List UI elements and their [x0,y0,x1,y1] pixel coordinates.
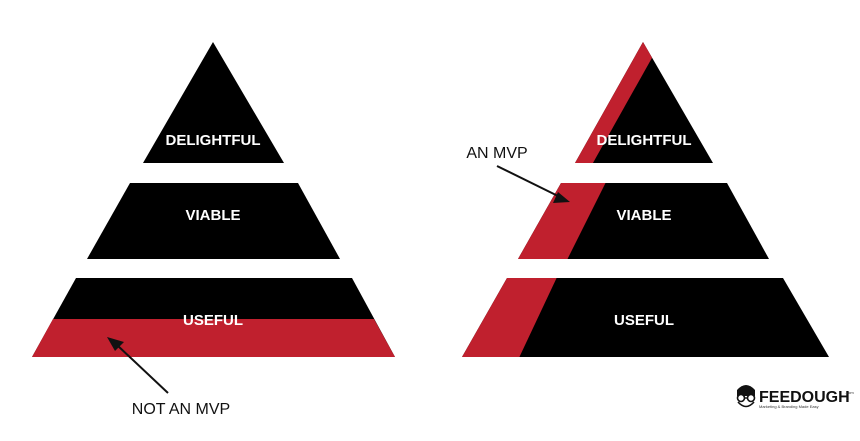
right-callout-label: AN MVP [466,145,527,162]
left-pyramid: DELIGHTFUL VIABLE USEFUL NOT AN MVP [32,42,395,418]
right-callout-arrowhead [553,192,570,203]
right-label-useful: USEFUL [614,312,674,329]
left-callout-arrow-line [116,344,169,394]
right-label-delightful: DELIGHTFUL [597,132,692,149]
left-label-viable: VIABLE [185,207,240,224]
logo-domain-suffix: .com [845,390,854,395]
logo-wordmark: FEEDOUGH [759,389,850,406]
left-label-delightful: DELIGHTFUL [166,132,261,149]
left-callout-label: NOT AN MVP [132,401,230,418]
left-useful-highlight-band [32,319,395,357]
right-callout-arrow-line [496,165,561,198]
left-label-useful: USEFUL [183,312,243,329]
feedough-logo: FEEDOUGH .com Marketing & Branding Made … [736,385,854,409]
right-pyramid: DELIGHTFUL VIABLE USEFUL AN MVP [462,42,829,357]
right-layer-useful [462,278,829,357]
left-layer-viable [87,183,340,259]
logo-tagline: Marketing & Branding Made Easy [759,404,819,409]
left-layer-delightful [143,42,284,163]
glasses-face-icon [736,385,756,408]
left-callout-arrowhead [107,337,124,351]
right-label-viable: VIABLE [616,207,671,224]
